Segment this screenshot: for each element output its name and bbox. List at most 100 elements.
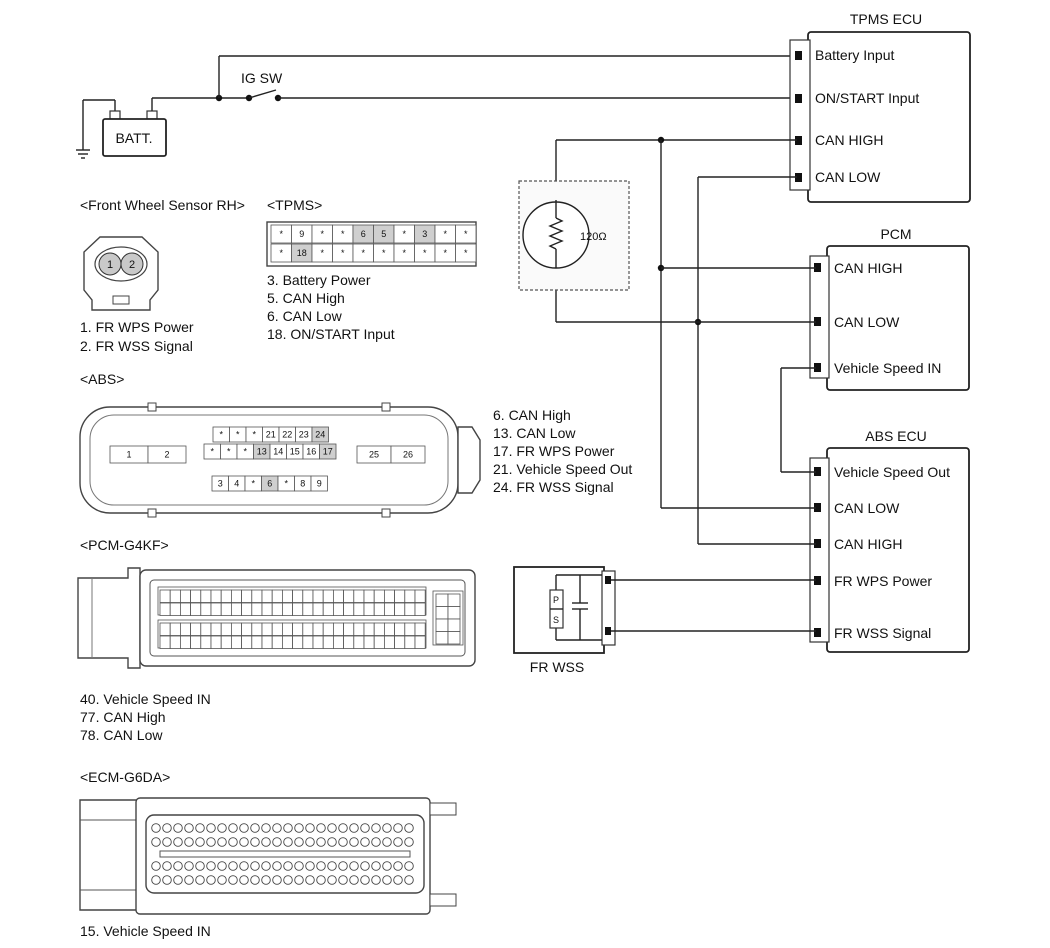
pcm-pin-cell	[210, 602, 222, 616]
ecm-pin	[338, 837, 348, 847]
pcm-pin-cell	[190, 635, 202, 649]
pcm: PCM CAN HIGH CAN LOW Vehicle Speed IN	[809, 226, 970, 391]
pcm-pin-cell	[251, 622, 263, 636]
pcm-pin-cell	[404, 589, 416, 603]
tpms-pin-on-start-input: ON/START Input	[815, 90, 919, 106]
tpms-pin: *	[361, 248, 365, 258]
ecm-g6da-connector: <ECM-G6DA> 15. Vehicle Speed IN	[79, 769, 457, 939]
tpms-pin-can-high: CAN HIGH	[815, 132, 883, 148]
ecm-pin	[360, 861, 370, 871]
ecm-pin	[382, 823, 392, 833]
ecm-pin	[305, 837, 315, 847]
pcm-pin-cell	[169, 622, 181, 636]
pcm-pin-cell	[210, 622, 222, 636]
abs-pin: *	[236, 430, 240, 440]
pcm-pin-cell	[414, 635, 426, 649]
abs-pin-cell	[319, 443, 337, 460]
abs-note-1: 6. CAN High	[493, 407, 571, 423]
ecm-pin	[393, 861, 403, 871]
pcm-pin-cell	[251, 635, 263, 649]
pcm-pin-cell	[322, 602, 334, 616]
tpms-pin-cell	[455, 224, 477, 244]
ecm-pin	[338, 875, 348, 885]
pcm-pin-cell	[292, 602, 304, 616]
tpms-note-4: 18. ON/START Input	[267, 326, 395, 342]
ecm-pin	[327, 823, 337, 833]
ecm-pin	[151, 861, 161, 871]
ecm-pin	[162, 875, 172, 885]
pcm-pin-vehicle-speed-in: Vehicle Speed IN	[834, 360, 941, 376]
ecm-pin	[239, 837, 249, 847]
tpms-pin: *	[341, 248, 345, 258]
ecm-pin	[162, 823, 172, 833]
ecm-pin	[250, 823, 260, 833]
pcm-pin-cell	[281, 635, 293, 649]
abs-pin: 16	[306, 447, 316, 457]
pcm-pin-cell	[302, 602, 314, 616]
ecm-pin	[283, 875, 293, 885]
pcm-pin-cell	[220, 589, 232, 603]
ecm-pin	[151, 875, 161, 885]
pcm-pin-cell	[200, 589, 212, 603]
pcm-note-1: 40. Vehicle Speed IN	[80, 691, 211, 707]
ecm-pin	[382, 837, 392, 847]
pcm-pin-cell	[261, 602, 273, 616]
ecm-pin	[250, 837, 260, 847]
pcm-pin-cell	[312, 622, 324, 636]
ecm-pin	[283, 823, 293, 833]
fws-note-2: 2. FR WSS Signal	[80, 338, 193, 354]
abs-pin: 21	[266, 430, 276, 440]
pcm-pin-cell	[159, 602, 171, 616]
pcm-pin-cell	[332, 589, 344, 603]
tpms-pin: *	[464, 248, 468, 258]
ecm-pin	[261, 823, 271, 833]
ecm-pin	[261, 837, 271, 847]
abs-pin: *	[227, 447, 231, 457]
ecm-pin	[294, 875, 304, 885]
pcm-pin-cell	[383, 622, 395, 636]
fr-wss-s-label: S	[553, 615, 559, 625]
pcm-pin-cell	[190, 589, 202, 603]
pcm-pin-cell	[373, 622, 385, 636]
tpms-pin: *	[320, 229, 324, 239]
ecm-pin	[349, 823, 359, 833]
abs-pin: 15	[290, 447, 300, 457]
pcm-pin-cell	[322, 635, 334, 649]
tpms-pin: *	[320, 248, 324, 258]
tpms-pin: *	[443, 229, 447, 239]
tpms-pin: 9	[299, 229, 304, 239]
pcm-pin-cell	[383, 589, 395, 603]
ecm-pin	[195, 823, 205, 833]
ecm-pin	[404, 823, 414, 833]
pcm-pin-cell	[394, 622, 406, 636]
pcm-pin-cell	[169, 602, 181, 616]
pcm-pin-cell	[363, 589, 375, 603]
ecm-pin	[195, 875, 205, 885]
pcm-pin-cell	[230, 635, 242, 649]
ecm-pin	[206, 875, 216, 885]
pcm-side-pin-cell	[435, 631, 449, 645]
abs-pin: 6	[267, 479, 272, 489]
pcm-pin-cell	[261, 635, 273, 649]
abs-ecu-title: ABS ECU	[865, 428, 926, 444]
pcm-pin-cell	[241, 622, 253, 636]
pcm-pin-cell	[363, 622, 375, 636]
ecm-pin	[162, 861, 172, 871]
tpms-note-1: 3. Battery Power	[267, 272, 371, 288]
pcm-side-pin-cell	[435, 606, 449, 620]
pcm-pin-cell	[332, 622, 344, 636]
pcm-pin-cell	[200, 622, 212, 636]
pcm-pin-cell	[343, 635, 355, 649]
pcm-pin-cell	[302, 589, 314, 603]
abs-pin: *	[251, 479, 255, 489]
ecm-pin	[371, 837, 381, 847]
fws-note-1: 1. FR WPS Power	[80, 319, 194, 335]
can-bus-wires	[555, 136, 816, 545]
abs-pin: 24	[315, 430, 325, 440]
abs-pin: 14	[273, 447, 283, 457]
abs-pin: 22	[282, 430, 292, 440]
pcm-pin-cell	[271, 622, 283, 636]
ecm-pin	[239, 875, 249, 885]
ecm-pin	[305, 875, 315, 885]
resistor-label: 120Ω	[580, 231, 607, 243]
